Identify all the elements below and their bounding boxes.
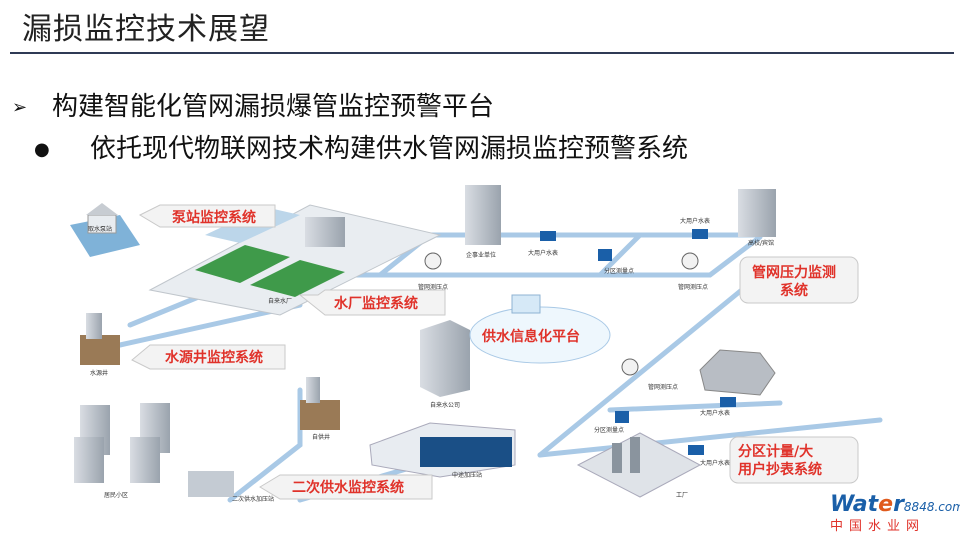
company-building: 自来水公司	[420, 320, 470, 409]
zone-point-1-label: 分区测量点	[604, 267, 634, 275]
pressure-pt-1-label: 管网测压点	[418, 283, 448, 291]
bullet-2-text: 依托现代物联网技术构建供水管网漏损监控预警系统	[90, 134, 689, 164]
villa-building	[699, 349, 776, 396]
meter-right-2: 大用户水表	[688, 445, 730, 467]
secondary-callout-box: 二次供水监控系统	[259, 474, 433, 500]
meter-right-1: 大用户水表	[700, 397, 736, 417]
factory-label: 工厂	[676, 492, 688, 499]
pump-station-label: 取水泵站	[88, 225, 112, 233]
meter-top-2: 大用户水表	[680, 217, 710, 239]
enterprise-label: 企事业单位	[466, 251, 496, 259]
school-building: 高校/宾馆	[738, 189, 776, 247]
company-label: 自来水公司	[430, 401, 460, 409]
system-diagram: 取水泵站 自来水厂 水源井 企事业单位 大用户水表 分区测量点 大用户水表 高校…	[70, 185, 883, 503]
pressure-gauge-3: 管网测压点	[621, 358, 678, 391]
title-rule	[10, 52, 954, 54]
pressure-callout-line1: 管网压力监测	[752, 264, 836, 281]
logo-cn-text: 中国水业网	[830, 519, 926, 534]
pressure-gauge-2: 管网测压点	[678, 252, 708, 291]
bullet-1-text: 构建智能化管网漏损爆管监控预警平台	[52, 92, 495, 122]
platform-callout: 供水信息化平台	[481, 328, 580, 345]
plant-callout-box: 水厂监控系统	[298, 289, 446, 316]
enterprise-building: 企事业单位	[465, 185, 501, 259]
water-plant-label: 自来水厂	[268, 297, 292, 305]
residential-area: 居民小区	[74, 403, 170, 499]
source-well-label: 水源井	[90, 369, 108, 377]
meter-top-1: 大用户水表	[528, 231, 558, 257]
big-meter-2-label: 大用户水表	[680, 217, 710, 225]
well-callout: 水源井监控系统	[165, 349, 263, 366]
pressure-pt-2-label: 管网测压点	[678, 283, 708, 291]
zone-point-2-label: 分区测量点	[594, 426, 624, 434]
meter-callout-box: 分区计量/大 用户抄表系统	[729, 436, 859, 484]
logo-number: 8848.com	[903, 500, 960, 514]
pump-station: 取水泵站	[70, 203, 140, 257]
factory: 工厂	[576, 432, 702, 499]
deep-well: 自供井	[300, 377, 340, 441]
page-title: 漏损监控技术展望	[22, 12, 270, 47]
residential-label: 居民小区	[104, 491, 128, 499]
pressure-gauge-1: 管网测压点	[418, 252, 448, 291]
big-meter-3-label: 大用户水表	[700, 409, 730, 417]
pump-callout: 泵站监控系统	[172, 209, 256, 226]
secondary-callout: 二次供水监控系统	[292, 479, 404, 496]
pressure-callout-box: 管网压力监测 系统	[739, 256, 859, 304]
booster-station: 中途加压站	[369, 422, 516, 479]
arrow-bullet-icon: ➢	[12, 97, 28, 118]
pressure-pt-3-label: 管网测压点	[648, 383, 678, 391]
deep-well-label: 自供井	[312, 433, 330, 441]
secondary-station: 二次供水加压站	[188, 471, 274, 503]
booster-label: 中途加压站	[452, 471, 482, 479]
water8848-logo: Water8848.com 中国水业网	[830, 492, 960, 534]
source-well: 水源井	[80, 313, 120, 377]
pump-callout-box: 泵站监控系统	[138, 204, 276, 228]
dot-bullet-icon: ●	[34, 139, 50, 160]
zone-point-top: 分区测量点	[598, 249, 634, 275]
meter-callout-line2: 用户抄表系统	[738, 461, 822, 478]
bullet-2: ● 依托现代物联网技术构建供水管网漏损监控预警系统	[34, 128, 688, 165]
plant-callout: 水厂监控系统	[334, 295, 418, 312]
logo-brand: Water	[830, 492, 904, 517]
secondary-station-label: 二次供水加压站	[232, 495, 274, 503]
big-meter-4-label: 大用户水表	[700, 459, 730, 467]
pressure-callout-line2: 系统	[780, 282, 808, 299]
big-meter-1-label: 大用户水表	[528, 249, 558, 257]
school-label: 高校/宾馆	[748, 239, 774, 247]
well-callout-box: 水源井监控系统	[131, 344, 286, 370]
meter-callout-line1: 分区计量/大	[738, 443, 813, 460]
bullet-1: ➢ 构建智能化管网漏损爆管监控预警平台	[12, 86, 494, 123]
zone-point-right: 分区测量点	[594, 411, 629, 434]
info-platform: 供水信息化平台	[469, 294, 611, 364]
